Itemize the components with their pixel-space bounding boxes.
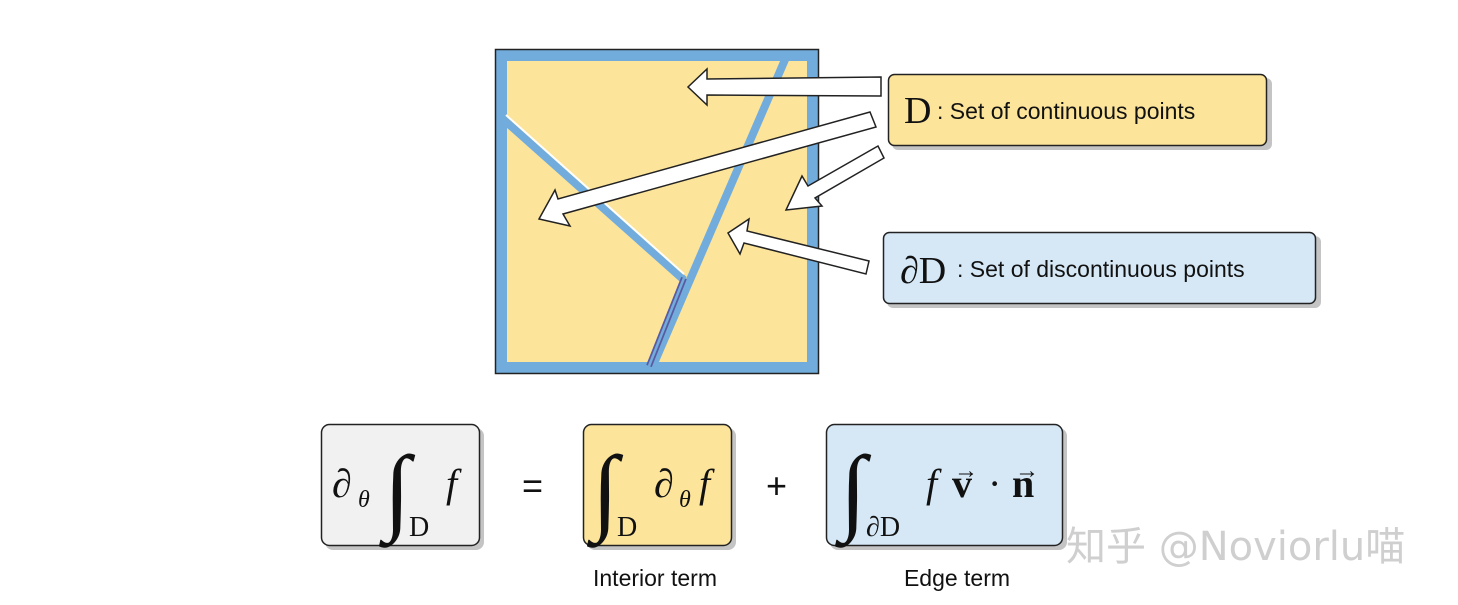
interior-domain-subscript: D bbox=[617, 512, 637, 543]
domain-square bbox=[494, 48, 820, 375]
discontinuous-description: : Set of discontinuous points bbox=[957, 256, 1245, 282]
continuous-description: : Set of continuous points bbox=[937, 98, 1195, 124]
equation-interior-term: ∫ D ∂ θ f bbox=[582, 423, 736, 550]
arrow-to-right-region bbox=[784, 144, 885, 211]
edge-line-long bbox=[648, 53, 791, 370]
lhs-theta-subscript: θ bbox=[358, 487, 370, 513]
edge-box bbox=[825, 423, 1064, 547]
edge-integral-sign: ∫ bbox=[834, 436, 872, 548]
callout-continuous-box bbox=[887, 73, 1268, 147]
interior-theta-subscript: θ bbox=[679, 487, 691, 513]
normal-vector-arrow: → bbox=[1015, 458, 1039, 484]
plus-sign: + bbox=[766, 465, 787, 506]
edge-domain-subscript: ∂D bbox=[866, 512, 900, 543]
interior-integral-sign: ∫ bbox=[586, 436, 624, 548]
equals-sign: = bbox=[522, 465, 543, 506]
callout-discontinuous: ∂D : Set of discontinuous points bbox=[882, 231, 1321, 308]
continuous-symbol: D bbox=[904, 90, 931, 132]
arrow-to-discontinuity bbox=[727, 217, 870, 275]
lhs-integral-sign: ∫ bbox=[378, 436, 416, 548]
lhs-box bbox=[320, 423, 481, 547]
equation-edge-term: ∫ ∂D f v → · n → bbox=[825, 423, 1067, 550]
velocity-vector: v bbox=[952, 461, 972, 506]
watermark: 知乎 @Noviorlu喵 bbox=[1066, 524, 1405, 570]
equation-lhs: ∂ θ ∫ D f bbox=[320, 423, 484, 550]
edge-term-label: Edge term bbox=[904, 565, 1010, 591]
arrows bbox=[537, 67, 885, 275]
interior-term-label: Interior term bbox=[593, 565, 717, 591]
arrow-to-top-region bbox=[686, 67, 882, 107]
lhs-domain-subscript: D bbox=[409, 512, 429, 543]
normal-vector: n bbox=[1012, 461, 1034, 506]
lhs-partial: ∂ bbox=[332, 461, 352, 506]
interior-box bbox=[582, 423, 733, 547]
edge-line-short-core bbox=[647, 277, 686, 367]
callout-discontinuous-box bbox=[882, 231, 1317, 305]
dot-product: · bbox=[988, 461, 1001, 506]
velocity-vector-arrow: → bbox=[954, 458, 978, 484]
discontinuous-symbol: ∂D bbox=[900, 250, 946, 292]
interior-partial: ∂ bbox=[654, 461, 674, 506]
callout-continuous: D : Set of continuous points bbox=[887, 73, 1272, 150]
arrow-to-left-region bbox=[537, 111, 878, 228]
